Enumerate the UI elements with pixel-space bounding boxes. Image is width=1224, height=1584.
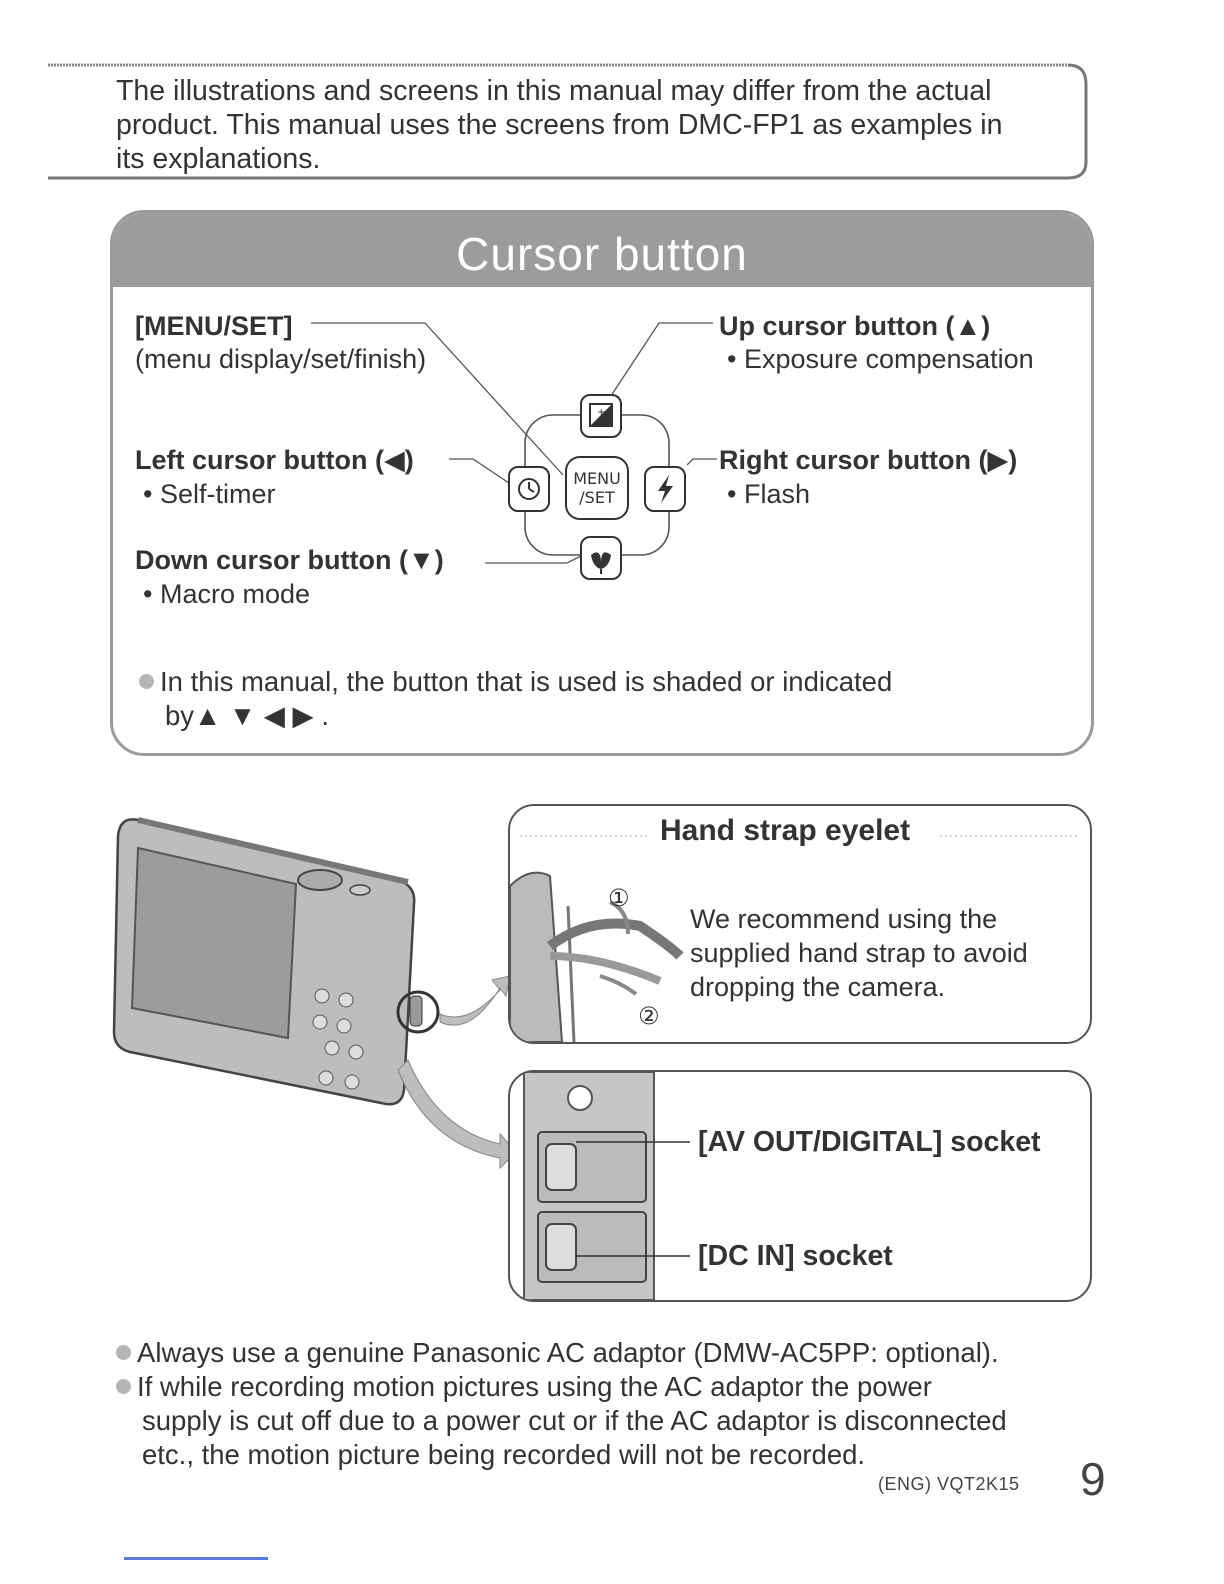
menu-set-button-text: MENU (573, 469, 621, 488)
menu-set-label: [MENU/SET] (135, 311, 293, 341)
strap-text-line: We recommend using the (690, 904, 998, 934)
strap-text: We recommend using the supplied hand str… (690, 902, 1080, 1004)
menu-set-button-icon (565, 456, 629, 520)
strap-illustration (510, 835, 1080, 1042)
strap-text-line: dropping the camera. (690, 972, 946, 1002)
step-1-marker: ① (608, 885, 630, 912)
dc-in-label: [DC IN] socket (698, 1240, 893, 1272)
bullet-icon (116, 1345, 131, 1360)
socket-illustration (523, 1072, 690, 1300)
up-leader (600, 322, 713, 412)
right-cursor-label: Right cursor button (▶) (719, 445, 1018, 475)
right-leader (686, 458, 717, 466)
down-cursor-desc: • Macro mode (143, 579, 311, 609)
hand-strap-panel: Hand strap eyelet ① ② We recommend using… (508, 804, 1092, 1044)
note-frame (48, 62, 1088, 182)
bottom-notes: Always use a genuine Panasonic AC adapto… (116, 1336, 1096, 1472)
av-out-digital-label: [AV OUT/DIGITAL] socket (698, 1126, 1041, 1158)
panel-header (113, 213, 1091, 287)
right-cursor-desc: • Flash (727, 479, 810, 509)
down-cursor-label: Down cursor button (▼) (135, 545, 444, 575)
left-cursor-label: Left cursor button (◀) (135, 445, 414, 475)
bullet-icon (116, 1379, 131, 1394)
intro-note-line: product. This manual uses the screens fr… (116, 109, 1003, 141)
cursor-button-panel: Cursor button [MENU/SET] (menu display/s… (110, 210, 1094, 756)
footnote-line: by▲ ▼ ◀ ▶ . (165, 700, 329, 731)
up-cursor-label: Up cursor button (▲) (719, 311, 991, 341)
step-2-marker: ② (638, 1003, 660, 1030)
cursor-footnote: In this manual, the button that is used … (139, 665, 892, 733)
manual-code: (ENG) VQT2K15 (878, 1474, 1020, 1494)
note-line: If while recording motion pictures using… (137, 1371, 932, 1402)
svg-text:+: + (597, 407, 605, 418)
footnote-line: In this manual, the button that is used … (160, 666, 893, 697)
note-line: supply is cut off due to a power cut or … (142, 1405, 1007, 1436)
up-cursor-desc: • Exposure compensation (727, 344, 1034, 374)
left-cursor-desc: • Self-timer (143, 479, 276, 509)
strap-title: Hand strap eyelet (660, 814, 911, 847)
menu-set-desc: (menu display/set/finish) (135, 344, 427, 374)
note-line: Always use a genuine Panasonic AC adapto… (137, 1337, 999, 1368)
page-number: 9 (1080, 1453, 1106, 1505)
intro-note: The illustrations and screens in this ma… (116, 74, 1066, 176)
bullet-icon (139, 674, 154, 689)
down-leader (485, 554, 584, 564)
strap-text-line: supplied hand strap to avoid (690, 938, 1028, 968)
eyelet-marker (396, 990, 440, 1034)
left-leader (449, 458, 510, 484)
menu-set-button-text: /SET (579, 488, 615, 507)
camera-illustration (112, 817, 517, 1170)
menu-set-leader (311, 322, 564, 476)
socket-panel: [AV OUT/DIGITAL] socket [DC IN] socket (508, 1070, 1092, 1302)
note-line: etc., the motion picture being recorded … (142, 1439, 866, 1470)
footer-rule (124, 1557, 268, 1560)
macro-icon (580, 536, 622, 580)
intro-note-line: The illustrations and screens in this ma… (116, 75, 992, 107)
cursor-diagram: + MENU /SET (311, 322, 717, 580)
panel-title: Cursor button (456, 228, 748, 280)
intro-note-line: its explanations. (116, 143, 321, 175)
